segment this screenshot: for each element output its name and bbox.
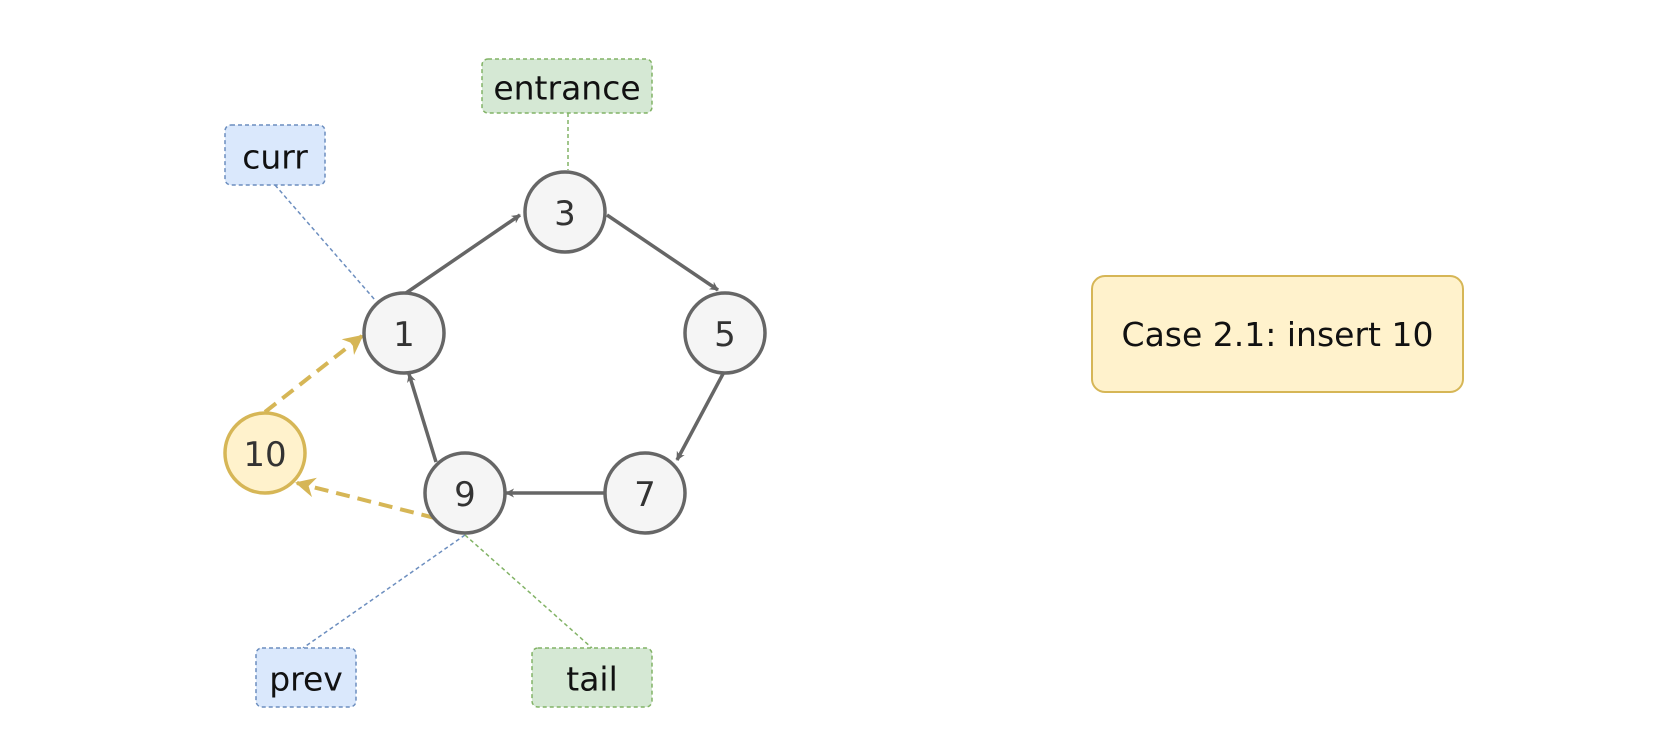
node-9: 9 <box>423 451 507 535</box>
tail-connector <box>464 534 593 649</box>
node-9-label: 9 <box>454 475 476 515</box>
prev-tag: prev <box>255 647 357 708</box>
node-3-label: 3 <box>554 194 576 234</box>
node-1-label: 1 <box>393 315 415 355</box>
prev-connector <box>302 534 466 649</box>
edge-10-to-1 <box>263 334 364 414</box>
edge-1-to-3 <box>405 213 521 295</box>
edge-9-to-1 <box>407 373 438 463</box>
case-description-box: Case 2.1: insert 10 <box>1091 275 1464 393</box>
node-5-label: 5 <box>714 315 736 355</box>
node-7-label: 7 <box>634 475 656 515</box>
tail-tag: tail <box>531 647 653 708</box>
node-5: 5 <box>683 291 767 375</box>
edge-9-to-10 <box>295 477 436 520</box>
node-7: 7 <box>603 451 687 535</box>
edge-5-to-7 <box>675 371 726 461</box>
edge-3-to-5 <box>606 213 719 292</box>
node-10-label: 10 <box>243 435 286 475</box>
entrance-tag: entrance <box>481 58 653 114</box>
node-3: 3 <box>523 170 607 254</box>
node-1: 1 <box>362 291 446 375</box>
curr-tag: curr <box>224 124 326 186</box>
prev-label: prev <box>269 660 343 699</box>
case-description-text: Case 2.1: insert 10 <box>1121 314 1434 354</box>
entrance-label: entrance <box>493 69 640 108</box>
tail-label: tail <box>566 660 618 699</box>
curr-label: curr <box>242 138 308 177</box>
curr-connector <box>274 184 376 301</box>
node-10-new: 10 <box>223 411 307 495</box>
